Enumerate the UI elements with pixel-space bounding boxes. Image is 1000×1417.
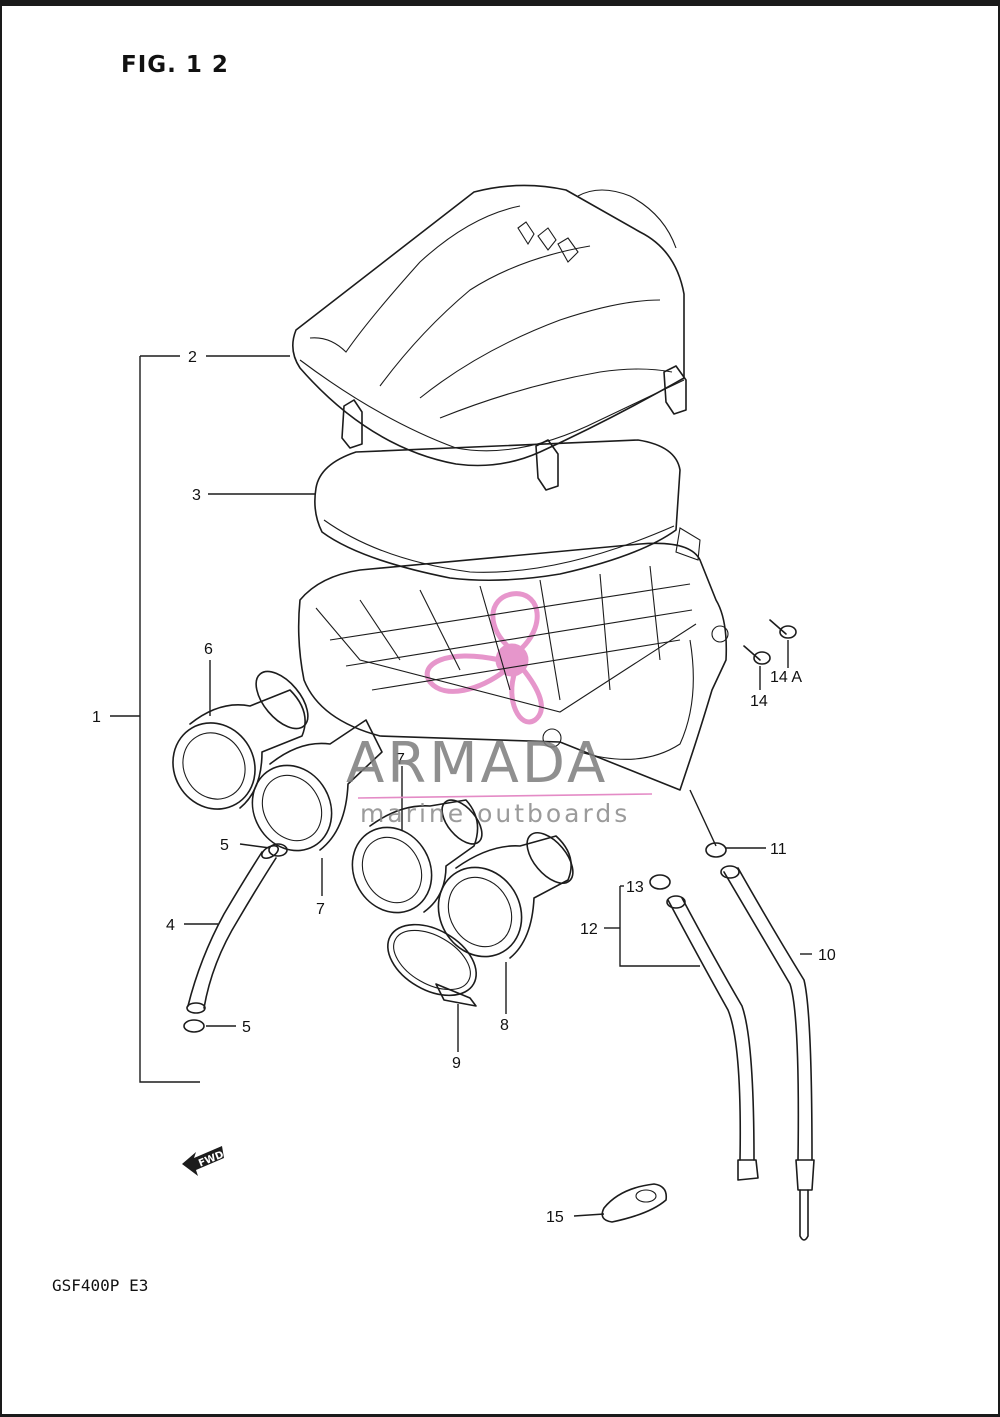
callout-10: 10 [818,947,836,964]
screw-14a [769,619,797,639]
hose-clip-5-upper [268,843,288,857]
callout-11: 11 [770,841,787,858]
callout-2: 2 [188,349,197,366]
callout-5a: 5 [220,837,229,854]
leader-lines [110,355,812,1217]
drain-hose-4 [186,844,279,1014]
callout-9: 9 [452,1055,461,1072]
drain-tube-10 [720,865,815,1241]
air-cleaner-cap [292,184,687,491]
air-cleaner-element [314,439,681,582]
callout-13: 13 [626,879,644,896]
clip-13 [649,874,671,890]
watermark-brand: ARMADA [346,731,608,796]
intake-pipe-6 [172,670,309,810]
clip-11 [705,842,727,858]
drain-tube-12 [666,895,759,1181]
callout-5b: 5 [242,1019,251,1036]
callout-14a: 14 A [770,669,802,686]
air-cleaner-case [297,527,729,791]
hose-clip-5-lower [183,1019,205,1033]
callout-3: 3 [192,487,201,504]
intake-pipe-7-left [251,719,383,852]
callout-14: 14 [750,693,768,710]
bracket-15 [601,1183,668,1223]
callout-15: 15 [546,1209,564,1226]
watermark-propeller-icon [424,591,544,725]
callout-12: 12 [580,921,598,938]
hose-clamp-9 [387,923,477,1007]
intake-pipe-8 [437,832,574,959]
watermark-divider [357,793,653,799]
callout-8: 8 [500,1017,509,1034]
watermark-tagline: marine outboards [360,799,630,828]
callout-7a: 7 [396,751,405,768]
figure-title: FIG. 1 2 [121,52,229,78]
forward-arrow-icon [182,1146,224,1176]
callout-4: 4 [166,917,175,934]
screw-14 [743,645,771,665]
callout-6: 6 [204,641,213,658]
callout-7b: 7 [316,901,325,918]
callout-1: 1 [92,709,101,726]
model-code: GSF400P E3 [52,1276,149,1295]
